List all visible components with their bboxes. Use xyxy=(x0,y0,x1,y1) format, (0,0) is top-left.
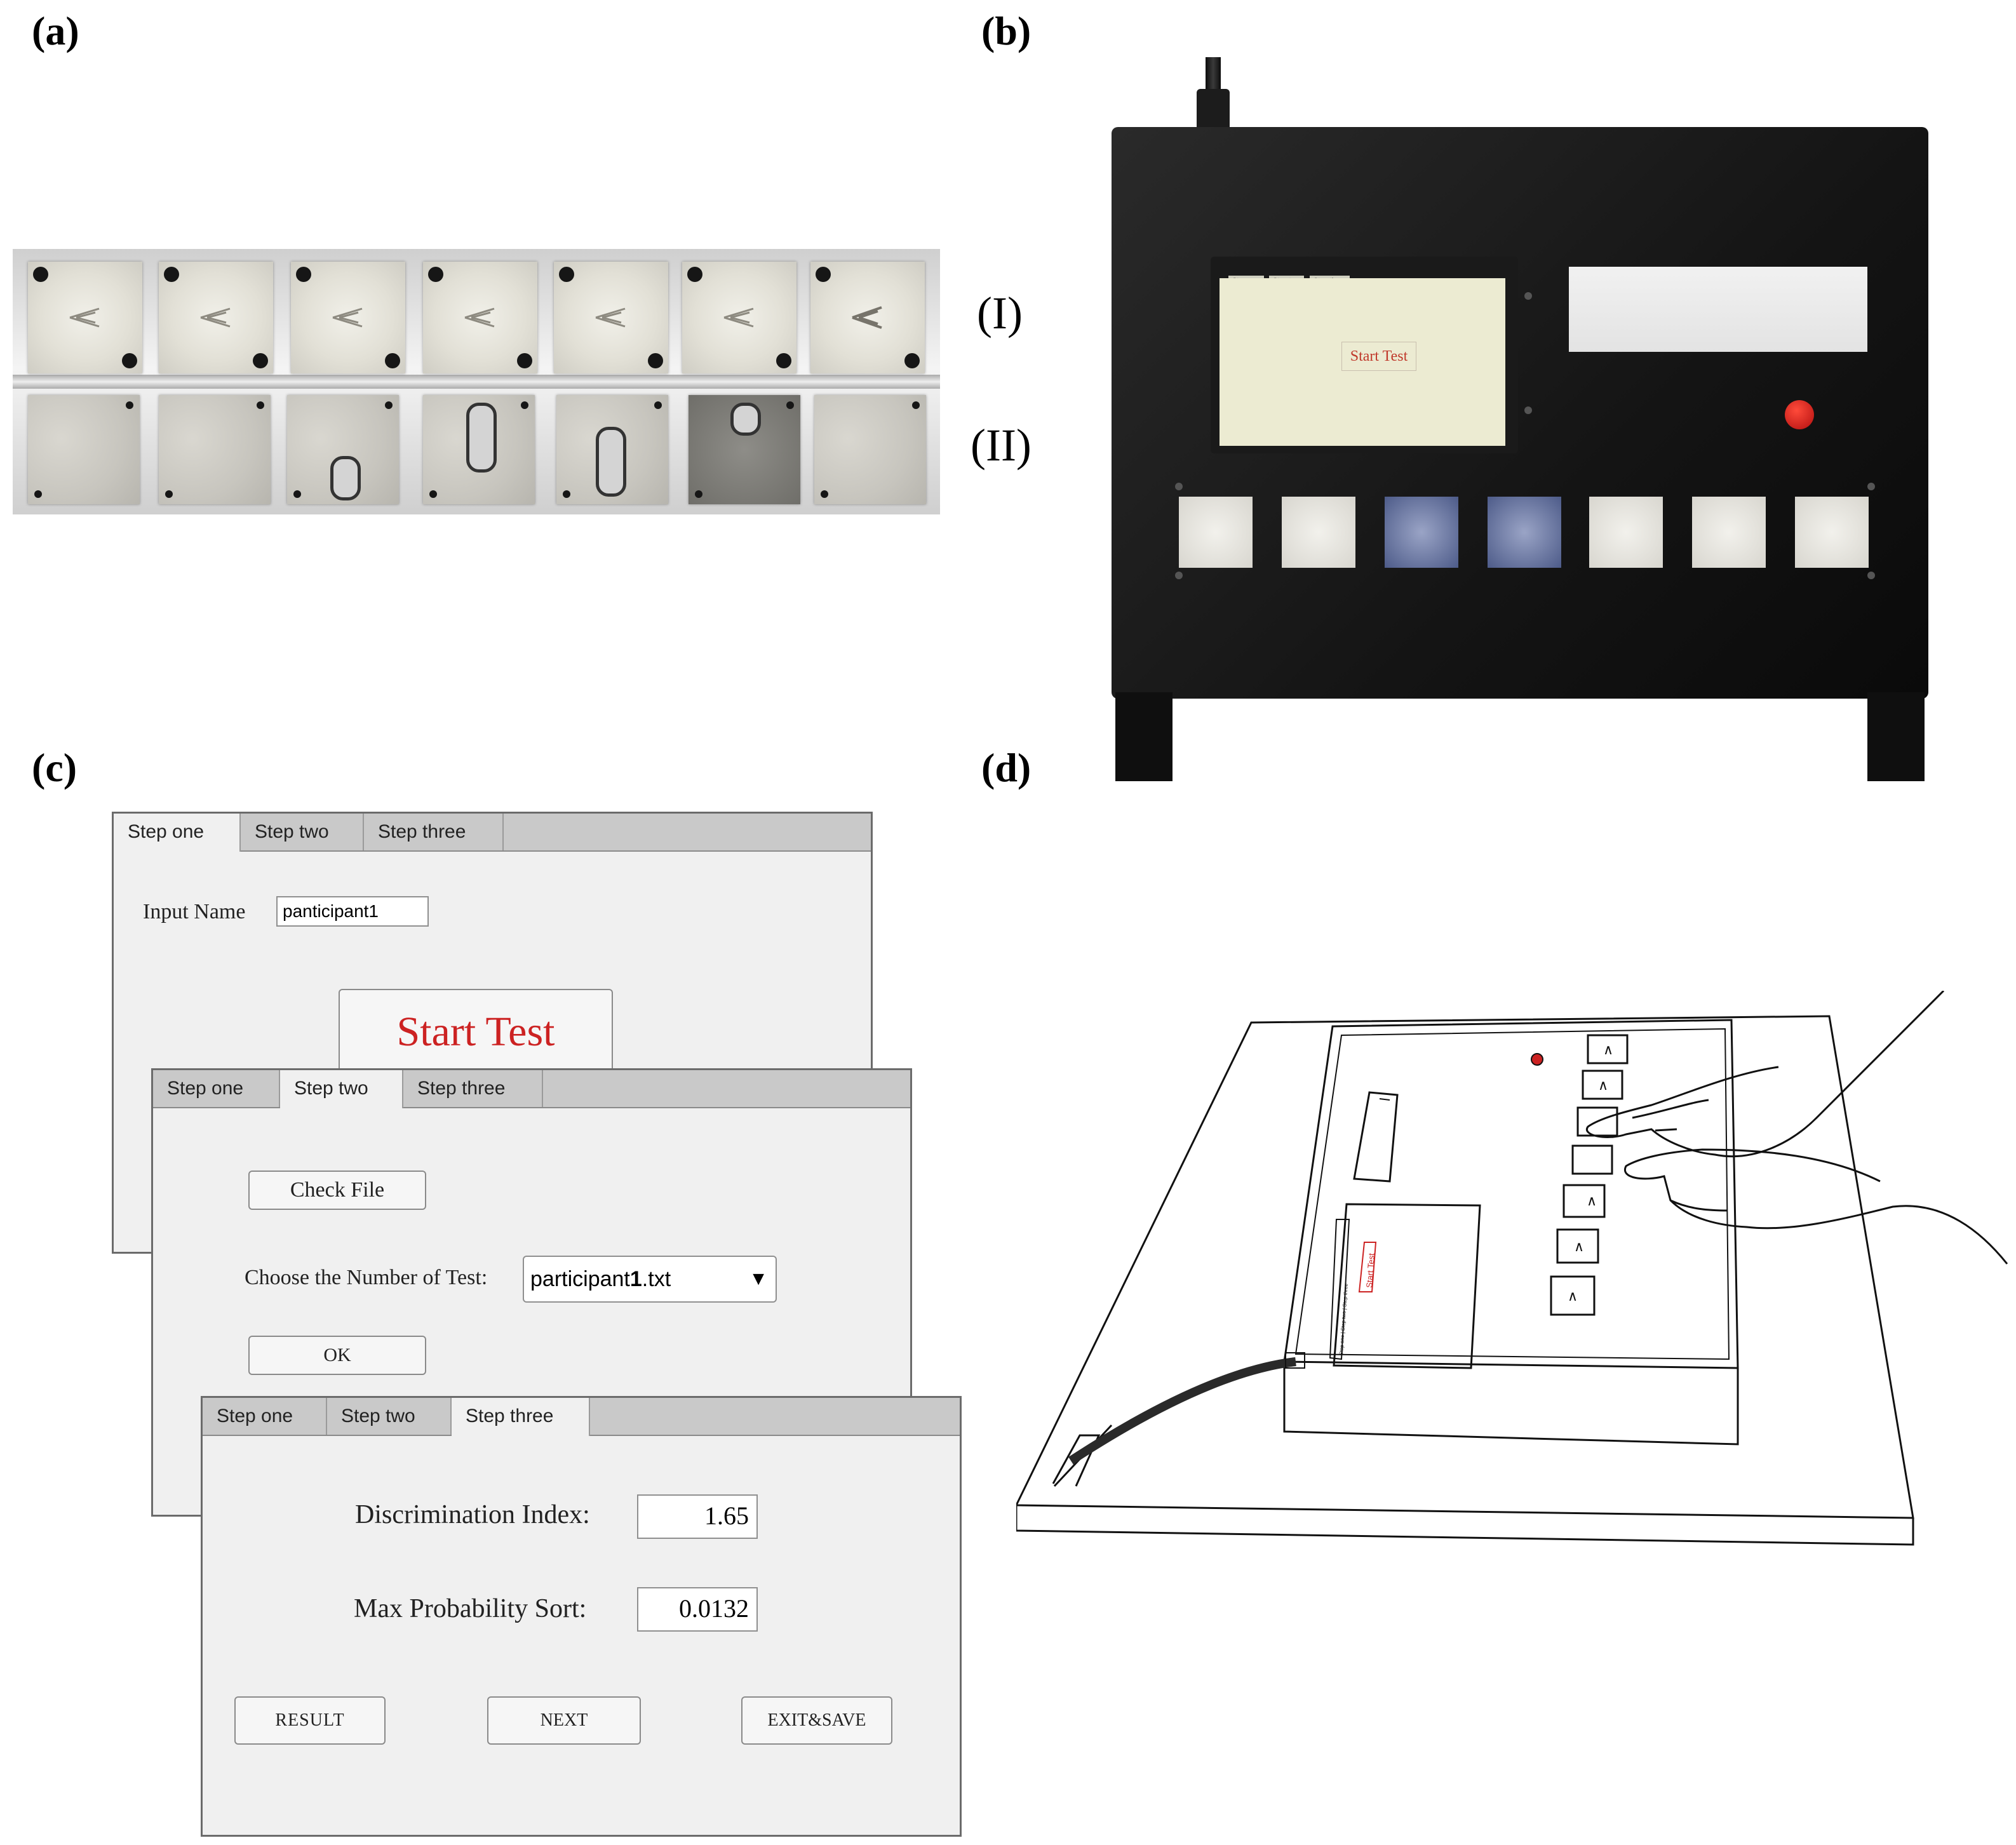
sample-top-4 xyxy=(423,262,537,373)
tab-step-three[interactable]: Step three xyxy=(403,1070,543,1107)
row-label-I: (I) xyxy=(977,288,1023,339)
tab-step-two[interactable]: Step two xyxy=(280,1070,403,1108)
device-sample-window xyxy=(1569,267,1867,352)
device-key-1[interactable] xyxy=(1179,497,1253,568)
sketch-key-glyph: ∧ xyxy=(1587,1193,1597,1209)
sample-bottom-4 xyxy=(423,395,535,504)
device-screw xyxy=(1524,406,1532,414)
sample-top-1 xyxy=(28,262,142,373)
sample-top-2 xyxy=(159,262,273,373)
sample-top-5 xyxy=(554,262,668,373)
test-file-select[interactable]: participant1.txt ▼ xyxy=(523,1256,777,1303)
ok-button[interactable]: OK xyxy=(248,1336,426,1375)
panel-label-c: (c) xyxy=(32,745,77,790)
device-start-test[interactable]: Start Test xyxy=(1341,342,1416,371)
device-key-4[interactable] xyxy=(1488,497,1561,568)
sketch-cable xyxy=(1068,1357,1296,1465)
sketch-key-glyph: ∧ xyxy=(1574,1239,1584,1255)
sample-top-7 xyxy=(810,262,925,373)
start-test-button[interactable]: Start Test xyxy=(339,989,613,1078)
sketch-key-glyph: ∧ xyxy=(1603,1042,1613,1058)
device-screw xyxy=(1175,483,1183,490)
panel-label-d: (d) xyxy=(981,745,1032,790)
select-value-prefix: participant xyxy=(530,1267,630,1291)
tab-step-three[interactable]: Step three xyxy=(452,1398,590,1436)
sample-bottom-1 xyxy=(28,395,140,504)
device-key-5[interactable] xyxy=(1589,497,1663,568)
device-screw xyxy=(1867,483,1875,490)
select-value-number: 1 xyxy=(629,1267,642,1291)
sketch-red-button xyxy=(1531,1053,1543,1066)
sketch-key xyxy=(1556,1228,1599,1264)
window-step-three: Step one Step two Step three Discriminat… xyxy=(201,1396,962,1837)
table-top xyxy=(1016,1015,1914,1519)
sketch-key-glyph: ∧ xyxy=(1568,1289,1578,1305)
apparatus-sketch: ∧ ∧ ∧ ∧ ∧ Start Test Step one | Step two… xyxy=(1016,991,2008,1546)
table-socket xyxy=(1052,1434,1101,1487)
sample-strip xyxy=(13,249,940,514)
max-probability-sort-label: Max Probability Sort: xyxy=(354,1594,587,1623)
tab-step-three[interactable]: Step three xyxy=(364,814,504,850)
discrimination-index-label: Discrimination Index: xyxy=(355,1500,590,1529)
device-screw xyxy=(1175,572,1183,579)
check-file-button[interactable]: Check File xyxy=(248,1171,426,1210)
sketch-key xyxy=(1582,1070,1623,1100)
next-button[interactable]: NEXT xyxy=(487,1696,641,1745)
device-leg-left xyxy=(1115,692,1173,781)
device-screw xyxy=(1524,292,1532,300)
hand-lower xyxy=(1623,1148,2008,1265)
sample-bottom-7 xyxy=(814,395,926,504)
select-value-ext: .txt xyxy=(642,1267,671,1291)
chevron-down-icon[interactable]: ▼ xyxy=(749,1268,768,1289)
input-name-label: Input Name xyxy=(143,900,246,923)
tab-step-one[interactable]: Step one xyxy=(114,814,241,852)
device-leg-right xyxy=(1867,692,1925,781)
device-screen: Step one Step two Step three Start Test xyxy=(1211,257,1518,453)
sample-top-6 xyxy=(682,262,796,373)
hand-upper xyxy=(1585,991,1945,1158)
tab-bar: Step one Step two Step three xyxy=(203,1398,960,1436)
sample-top-3 xyxy=(291,262,405,373)
discrimination-index-field[interactable]: 1.65 xyxy=(637,1494,758,1539)
sample-bottom-6 xyxy=(689,395,800,504)
device-key-3[interactable] xyxy=(1385,497,1458,568)
device-screw xyxy=(1867,572,1875,579)
choose-number-label: Choose the Number of Test: xyxy=(245,1266,488,1289)
sketch-key xyxy=(1562,1184,1606,1218)
tab-bar: Step one Step two Step three xyxy=(114,814,871,852)
strip-divider xyxy=(13,375,940,389)
device-red-button[interactable] xyxy=(1785,400,1814,429)
sample-bottom-2 xyxy=(159,395,271,504)
device-screen-display: Start Test xyxy=(1220,278,1505,446)
row-label-II: (II) xyxy=(971,420,1032,471)
sample-bottom-5 xyxy=(556,395,668,504)
max-probability-sort-field[interactable]: 0.0132 xyxy=(637,1587,758,1632)
tab-step-one[interactable]: Step one xyxy=(153,1070,280,1107)
exit-save-button[interactable]: EXIT&SAVE xyxy=(741,1696,892,1745)
panel-label-b: (b) xyxy=(981,8,1032,53)
sketch-slot xyxy=(1353,1091,1399,1183)
tab-bar: Step one Step two Step three xyxy=(153,1070,910,1108)
tab-step-two[interactable]: Step two xyxy=(241,814,364,850)
table-edge xyxy=(1016,1505,1914,1546)
device-box-front xyxy=(1283,1362,1739,1446)
tab-step-one[interactable]: Step one xyxy=(203,1398,327,1435)
device-key-2[interactable] xyxy=(1282,497,1355,568)
panel-label-a: (a) xyxy=(32,8,79,53)
sketch-key xyxy=(1550,1275,1596,1316)
tab-step-two[interactable]: Step two xyxy=(327,1398,452,1435)
device-plug xyxy=(1197,89,1230,133)
sample-bottom-3 xyxy=(287,395,399,504)
sketch-key xyxy=(1587,1034,1629,1064)
sketch-screen xyxy=(1333,1203,1481,1369)
sketch-start-test: Start Test xyxy=(1364,1252,1376,1288)
result-button[interactable]: RESULT xyxy=(234,1696,386,1745)
device-key-7[interactable] xyxy=(1795,497,1869,568)
sketch-key xyxy=(1571,1144,1613,1175)
device-key-6[interactable] xyxy=(1692,497,1766,568)
name-input[interactable]: panticipant1 xyxy=(276,896,429,927)
sketch-key-glyph: ∧ xyxy=(1598,1078,1608,1094)
